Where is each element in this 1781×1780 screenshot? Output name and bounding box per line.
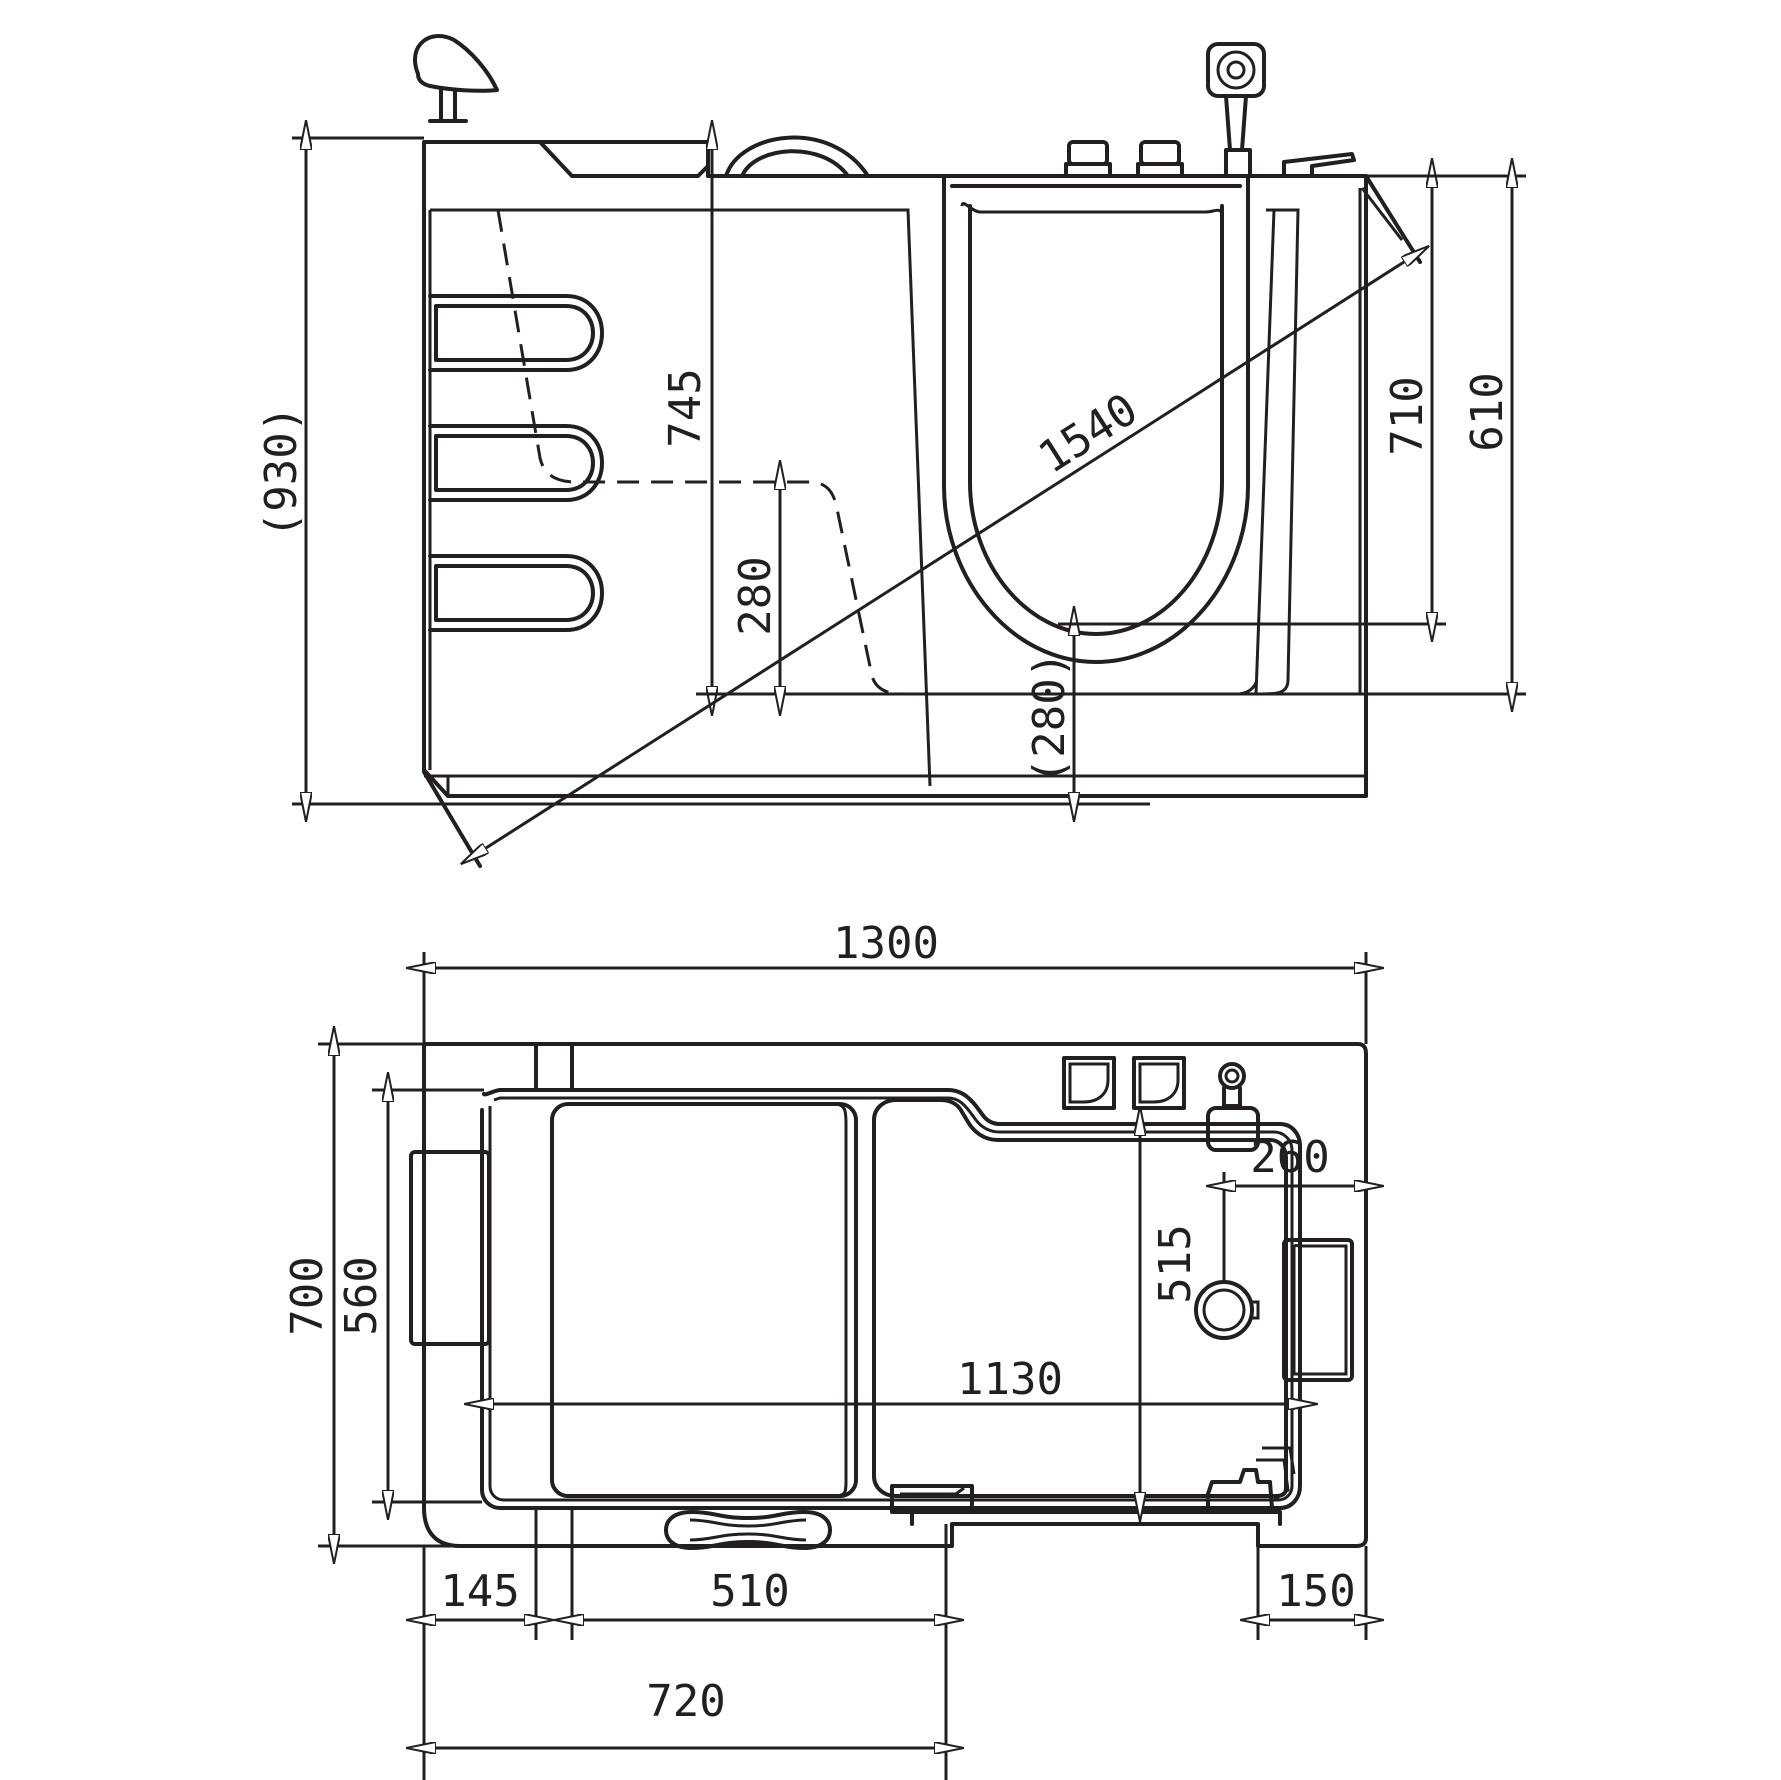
tub-body-side bbox=[422, 174, 1368, 798]
dim-930: (930) bbox=[256, 138, 1150, 804]
shower-holder-icon bbox=[1206, 1062, 1260, 1152]
tub-body-top bbox=[422, 1042, 1368, 1548]
dim-145: 145 bbox=[424, 1508, 574, 1780]
dim-1300: 1300 bbox=[424, 918, 1366, 1044]
dim-label-1300: 1300 bbox=[833, 918, 939, 969]
dim-label-930: (930) bbox=[256, 406, 307, 538]
dim-label-145: 145 bbox=[440, 1566, 519, 1617]
dim-label-745: 745 bbox=[660, 368, 711, 447]
floor-panel bbox=[872, 1098, 1288, 1498]
dim-720: 720 bbox=[436, 1676, 934, 1748]
faucet-knob-icon bbox=[1064, 140, 1184, 178]
top-view: 1300 700 560 515 1130 260 bbox=[282, 918, 1366, 1780]
dim-280-step: (280) bbox=[1024, 636, 1075, 792]
dim-150: 150 bbox=[1258, 1546, 1366, 1640]
overflow-handle-icon bbox=[1282, 152, 1356, 178]
dim-label-1540: 1540 bbox=[1030, 384, 1147, 484]
dim-label-150: 150 bbox=[1276, 1566, 1355, 1617]
dim-1130: 1130 bbox=[494, 1354, 1288, 1405]
dim-label-280: 280 bbox=[730, 556, 781, 635]
dim-label-515: 515 bbox=[1150, 1224, 1201, 1303]
headrest-icon bbox=[413, 34, 499, 123]
dim-label-610: 610 bbox=[1462, 372, 1513, 451]
dim-560: 560 bbox=[336, 1090, 484, 1502]
dim-label-560: 560 bbox=[336, 1256, 387, 1335]
jet-panel-icon bbox=[1282, 1238, 1354, 1382]
dim-label-260: 260 bbox=[1250, 1132, 1329, 1183]
dim-label-700: 700 bbox=[282, 1256, 333, 1335]
seat-panel bbox=[550, 1102, 858, 1498]
dim-label-step-280: (280) bbox=[1024, 652, 1075, 784]
dim-label-510: 510 bbox=[710, 1566, 789, 1617]
control-knob-icon bbox=[1062, 1056, 1186, 1110]
handle-grip-icon bbox=[664, 1510, 832, 1550]
side-view: (930) 745 280 (280) 1540 710 bbox=[256, 34, 1526, 868]
dim-510: 510 bbox=[584, 1524, 946, 1780]
dim-280: 280 bbox=[730, 490, 781, 686]
dim-label-1130: 1130 bbox=[957, 1354, 1063, 1405]
grab-handle-icon bbox=[428, 294, 604, 632]
dim-label-720: 720 bbox=[646, 1676, 725, 1727]
dim-710: 710 bbox=[1058, 176, 1446, 624]
drain-icon bbox=[1194, 1280, 1260, 1340]
dim-610: 610 bbox=[1366, 176, 1526, 682]
dim-515: 515 bbox=[1140, 1136, 1201, 1492]
dim-700: 700 bbox=[282, 1044, 460, 1546]
tub-rim bbox=[422, 140, 710, 178]
headrest-top-icon bbox=[409, 1150, 491, 1346]
jet-dome-icon bbox=[724, 135, 870, 178]
dim-260: 260 bbox=[1224, 1132, 1354, 1282]
hand-shower-icon bbox=[1206, 42, 1266, 178]
dim-label-710: 710 bbox=[1382, 376, 1433, 455]
door-hinge-icon bbox=[890, 1446, 1296, 1514]
inner-basin bbox=[480, 1088, 1302, 1510]
